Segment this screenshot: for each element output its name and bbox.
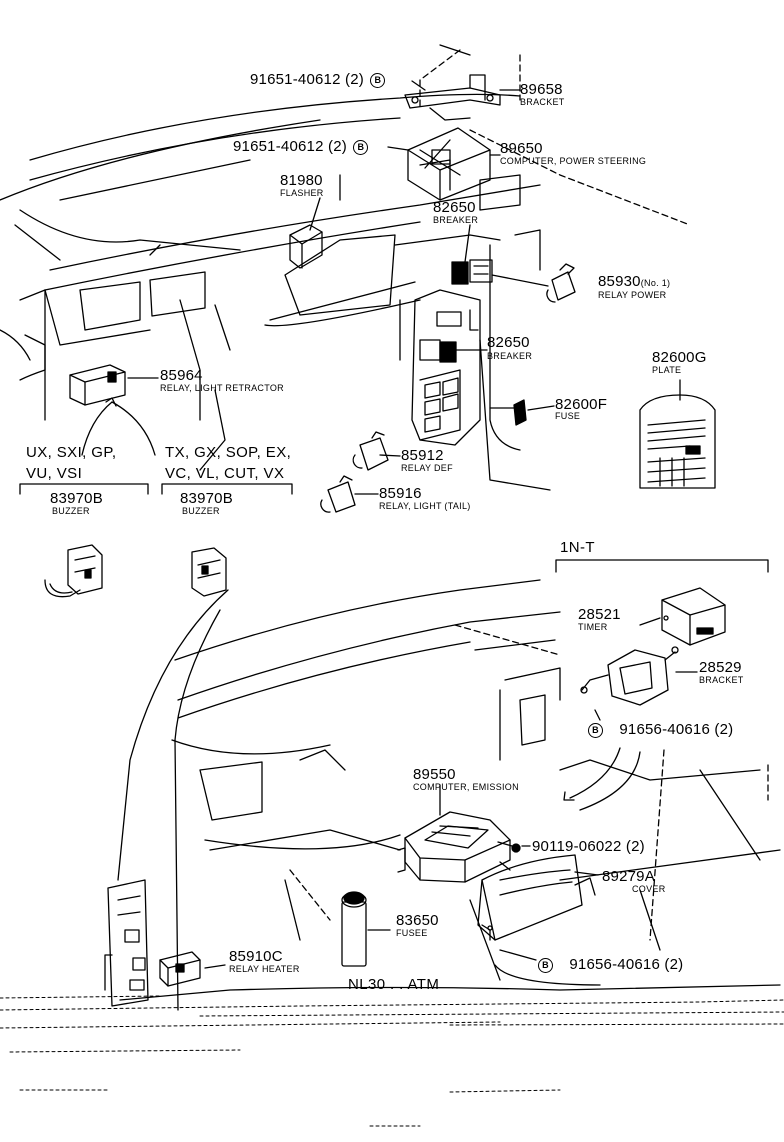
breaker-upper-drawing [451, 259, 493, 285]
fuse-83650-drawing [341, 891, 367, 967]
transmission-label: 1N-T [560, 539, 595, 556]
timer-drawing [661, 587, 726, 646]
part-91656-label-b: B 91656-40616 (2) [536, 957, 683, 973]
part-91651-label-b: 91651-40612 (2) B [233, 139, 370, 155]
upper-dashboard-outline [0, 44, 691, 491]
part-83650-number: 83650 [396, 912, 439, 929]
fuse-block-drawing [411, 289, 481, 446]
part-85912-number: 85912 [401, 447, 444, 464]
part-85930-label: 85930(No. 1) [598, 274, 670, 289]
part-qty: (2) [625, 838, 645, 855]
cover-drawing [477, 854, 596, 941]
computer-power-steering-drawing [407, 127, 491, 201]
part-89650-number: 89650 [500, 140, 543, 157]
part-89279a-number: 89279A [602, 868, 655, 885]
part-81980-number: 81980 [280, 172, 323, 189]
part-82600g-number: 82600G [652, 349, 707, 366]
models-right-line2: VC, VL, CUT, VX [165, 465, 285, 482]
part-82600f-name: FUSE [555, 411, 581, 421]
part-91651-label-a: 91651-40612 (2) B [250, 72, 387, 88]
b-marker-icon: B [588, 722, 603, 738]
part-28521-number: 28521 [578, 606, 621, 623]
detail-arrows [563, 747, 641, 811]
1nt-group-bracket [555, 559, 769, 573]
buzzer-right-drawing [191, 547, 227, 597]
part-81980-name: FLASHER [280, 188, 324, 198]
part-85910c-name: RELAY HEATER [229, 964, 300, 974]
buzzer-left-drawing [44, 544, 103, 598]
relay-light-retractor-drawing [69, 364, 126, 406]
part-82650-name-a: BREAKER [433, 215, 479, 225]
relay-heater-drawing [159, 951, 201, 987]
part-83970b-number-b: 83970B [180, 490, 233, 507]
part-85910c-number: 85910C [229, 948, 283, 965]
timer-bracket-drawing [580, 646, 679, 706]
lower-dashboard-outline [117, 579, 781, 1011]
retractor-arrows [81, 397, 156, 456]
part-82600g-name: PLATE [652, 365, 682, 375]
part-85916-name: RELAY, LIGHT (TAIL) [379, 501, 471, 511]
part-83970b-name-a: BUZZER [52, 506, 90, 516]
part-83970b-number-a: 83970B [50, 490, 103, 507]
part-83970b-name-b: BUZZER [182, 506, 220, 516]
computer-emission-drawing [397, 811, 511, 883]
part-number: 91656-40616 [619, 721, 710, 738]
bracket-89658-drawing [404, 74, 501, 121]
part-qty: (2) [328, 138, 347, 155]
part-qty: (2) [664, 956, 684, 973]
left-bracket-column [104, 879, 149, 1007]
timer-leader [639, 617, 661, 626]
plate-drawing [639, 394, 716, 489]
part-number: 91651-40612 [233, 138, 324, 155]
part-89650-name: COMPUTER, POWER STEERING [500, 156, 647, 166]
part-89658-name: BRACKET [520, 97, 565, 107]
relay-power-drawing [546, 263, 576, 303]
scan-streaks [0, 995, 784, 1127]
lower-leader-lines [204, 784, 661, 969]
b-marker-icon: B [538, 957, 553, 973]
part-85964-number: 85964 [160, 367, 203, 384]
models-left-line2: VU, VSI [26, 465, 83, 482]
part-89279a-name: COVER [632, 884, 666, 894]
part-90119-label: 90119-06022 (2) [532, 839, 645, 854]
engine-transmission-note: NL30 . . ATM [348, 976, 440, 993]
part-qty: (2) [345, 71, 364, 88]
bolt-leader-upper [594, 709, 601, 721]
model-group-brackets [19, 483, 293, 495]
part-qty: (2) [714, 721, 734, 738]
part-28529-number: 28529 [699, 659, 742, 676]
part-number: 85930 [598, 273, 641, 290]
part-82650-number-b: 82650 [487, 334, 530, 351]
upper-leader-lines [127, 80, 681, 495]
part-85912-name: RELAY DEF [401, 463, 453, 473]
part-91656-label-a: B 91656-40616 (2) [586, 722, 733, 738]
part-28521-name: TIMER [578, 622, 608, 632]
part-89658-number: 89658 [520, 81, 563, 98]
relay-def-drawing [352, 431, 389, 471]
b-marker-icon: B [353, 139, 369, 155]
flasher-drawing [289, 224, 323, 269]
part-28529-name: BRACKET [699, 675, 744, 685]
part-89550-number: 89550 [413, 766, 456, 783]
bolt-90119-drawing [497, 841, 521, 853]
b-marker-icon: B [370, 72, 386, 88]
part-85916-number: 85916 [379, 485, 422, 502]
part-82600f-number: 82600F [555, 396, 608, 413]
part-82650-name-b: BREAKER [487, 351, 533, 361]
part-85964-name: RELAY, LIGHT RETRACTOR [160, 383, 284, 393]
part-number: 91656-40616 [569, 956, 660, 973]
part-85930-name: RELAY POWER [598, 290, 667, 300]
part-82650-number-a: 82650 [433, 199, 476, 216]
part-number: 90119-06022 [532, 838, 622, 855]
fuse-82600f-drawing [513, 399, 527, 426]
part-89550-name: COMPUTER, EMISSION [413, 782, 519, 792]
relay-tail-drawing [320, 475, 356, 513]
part-suffix: (No. 1) [640, 278, 671, 288]
models-right-line1: TX, GX, SOP, EX, [165, 444, 292, 461]
part-83650-name: FUSEE [396, 928, 428, 938]
models-left-line1: UX, SXI, GP, [26, 444, 117, 461]
part-number: 91651-40612 [250, 71, 341, 88]
